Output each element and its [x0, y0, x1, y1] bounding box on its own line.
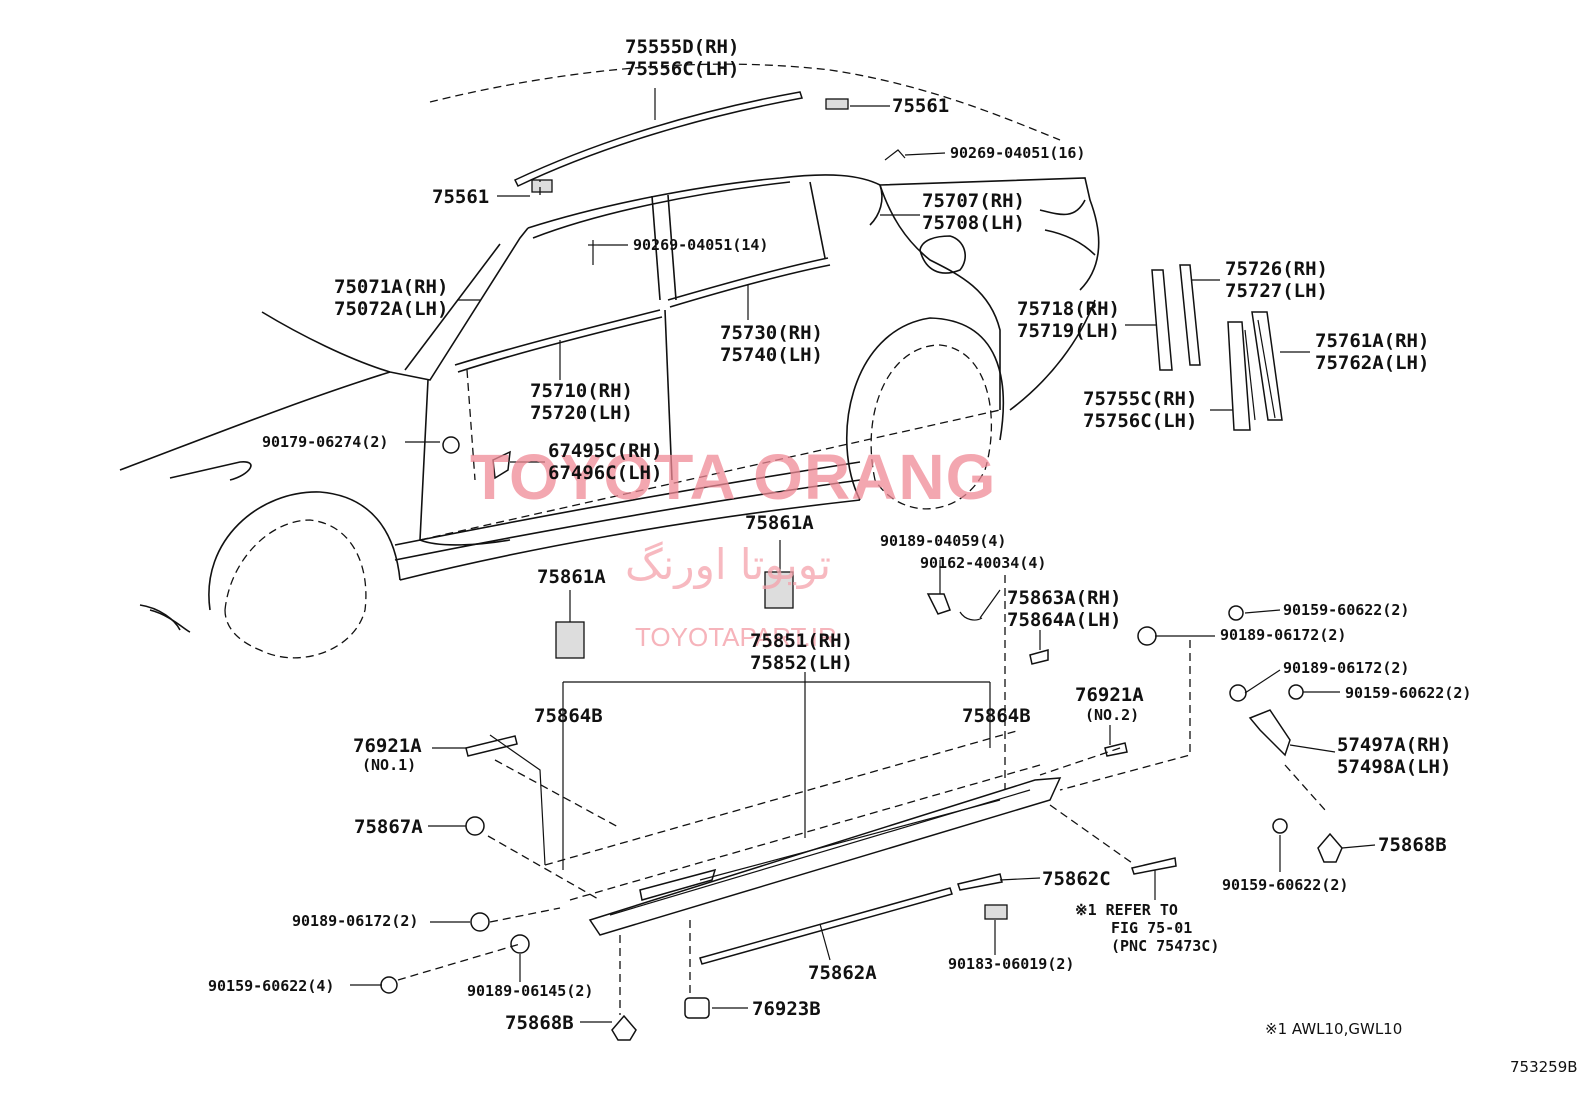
- label-75718: 75718(RH): [1017, 298, 1120, 320]
- label-75755c: 75755C(RH): [1083, 388, 1198, 410]
- label-67496c: 67496C(LH): [548, 462, 663, 484]
- label-75862c: 75862C: [1042, 868, 1111, 890]
- label-76921a-no1: 76921A: [353, 735, 422, 757]
- pillar-garnishes: [1151, 264, 1283, 431]
- label-90162: 90162-40034(4): [920, 554, 1047, 572]
- label-75730: 75730(RH): [720, 322, 823, 344]
- label-75867a: 75867A: [354, 816, 423, 838]
- label-57497a: 57497A(RH): [1337, 734, 1452, 756]
- leader-lines-upper: [405, 214, 1310, 463]
- label-75719: 75719(LH): [1017, 320, 1120, 342]
- label-75761a: 75761A(RH): [1315, 330, 1430, 352]
- label-76923b: 76923B: [752, 998, 821, 1020]
- label-75740: 75740(LH): [720, 344, 823, 366]
- label-75561-top: 75561: [892, 95, 950, 117]
- label-75864b-left: 75864B: [534, 705, 603, 727]
- label-75727: 75727(LH): [1225, 280, 1328, 302]
- label-75864a: 75864A(LH): [1007, 609, 1122, 631]
- label-90189-04059: 90189-04059(4): [880, 532, 1007, 550]
- label-90159-left: 90159-60622(4): [208, 977, 335, 995]
- label-no2: (NO.2): [1085, 706, 1140, 724]
- label-75861a-top: 75861A: [745, 512, 814, 534]
- label-90179: 90179-06274(2): [262, 433, 389, 451]
- label-75555d: 75555D(RH): [625, 36, 740, 58]
- label-75720: 75720(LH): [530, 402, 633, 424]
- label-90189-r2: 90189-06172(2): [1283, 659, 1410, 677]
- label-90189-06172-left: 90189-06172(2): [292, 912, 419, 930]
- watermark-persian: تویوتا اورنگ: [625, 540, 832, 589]
- label-90189-r1: 90189-06172(2): [1220, 626, 1347, 644]
- watermark-main: TOYOTA ORANG: [470, 441, 997, 513]
- rocker-panel-assembly: [350, 540, 1376, 1041]
- label-fig: FIG 75-01: [1111, 919, 1193, 937]
- label-75852: 75852(LH): [750, 652, 853, 674]
- label-75863a: 75863A(RH): [1007, 587, 1122, 609]
- label-90189-06145: 90189-06145(2): [467, 982, 594, 1000]
- label-90183: 90183-06019(2): [948, 955, 1075, 973]
- label-90269-16: 90269-04051(16): [950, 144, 1086, 162]
- label-90269-14: 90269-04051(14): [633, 236, 769, 254]
- label-75561-left: 75561: [432, 186, 490, 208]
- label-75756c: 75756C(LH): [1083, 410, 1198, 432]
- body-fasteners: [442, 369, 511, 481]
- label-75071a: 75071A(RH): [334, 276, 449, 298]
- label-75762a: 75762A(LH): [1315, 352, 1430, 374]
- label-pnc: (PNC 75473C): [1111, 937, 1220, 955]
- label-75864b-right: 75864B: [962, 705, 1031, 727]
- label-75072a: 75072A(LH): [334, 298, 449, 320]
- watermark-url: TOYOTAPART.IR: [635, 622, 837, 652]
- label-75707: 75707(RH): [922, 190, 1025, 212]
- label-refer: ※1 REFER TO: [1075, 901, 1178, 919]
- label-76921a-no2: 76921A: [1075, 684, 1144, 706]
- label-75862a: 75862A: [808, 962, 877, 984]
- label-note: ※1 AWL10,GWL10: [1265, 1020, 1403, 1038]
- figure-id: 753259B: [1510, 1058, 1578, 1076]
- label-90159-r3: 90159-60622(2): [1222, 876, 1349, 894]
- label-90159-r1: 90159-60622(2): [1283, 601, 1410, 619]
- label-75710: 75710(RH): [530, 380, 633, 402]
- car-body-outline: [119, 63, 1100, 659]
- label-75708: 75708(LH): [922, 212, 1025, 234]
- label-67495c: 67495C(RH): [548, 440, 663, 462]
- label-75861a-left: 75861A: [537, 566, 606, 588]
- label-57498a: 57498A(LH): [1337, 756, 1452, 778]
- label-75851: 75851(RH): [750, 630, 853, 652]
- label-75556c: 75556C(LH): [625, 58, 740, 80]
- label-75868b-right: 75868B: [1378, 834, 1447, 856]
- label-75868b-bottom: 75868B: [505, 1012, 574, 1034]
- label-90159-r2: 90159-60622(2): [1345, 684, 1472, 702]
- label-75726: 75726(RH): [1225, 258, 1328, 280]
- label-no1: (NO.1): [362, 756, 417, 774]
- roof-moulding: [497, 88, 946, 265]
